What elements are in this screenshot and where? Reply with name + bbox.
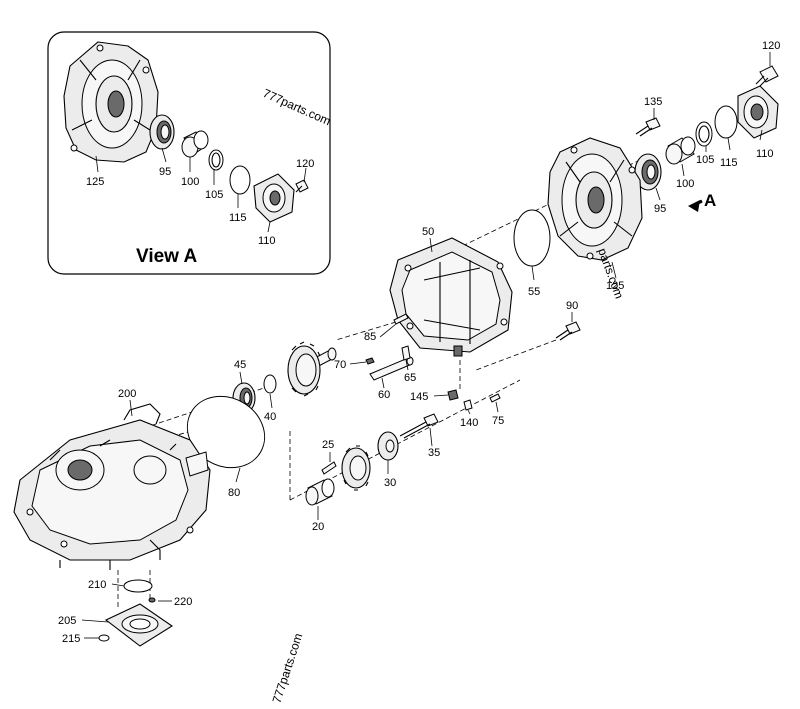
inset-sleeve-100 bbox=[181, 130, 209, 158]
label-110: 110 bbox=[756, 148, 774, 160]
cover-125 bbox=[547, 137, 643, 261]
o-ring-210 bbox=[123, 579, 153, 593]
watermark-cover: parts.com bbox=[595, 246, 626, 300]
pin-85 bbox=[393, 313, 409, 325]
o-ring-115 bbox=[714, 105, 738, 139]
label-205: 205 bbox=[58, 615, 76, 627]
pin-75 bbox=[489, 393, 501, 403]
inset-label-105: 105 bbox=[205, 189, 223, 201]
pin-65 bbox=[401, 345, 411, 361]
sleeve-100 bbox=[665, 136, 696, 165]
label-125: 125 bbox=[606, 280, 624, 292]
inset-o-ring-115 bbox=[229, 165, 251, 195]
inset-cover-125 bbox=[63, 41, 159, 163]
bushing-20 bbox=[305, 478, 335, 506]
label-35: 35 bbox=[428, 447, 440, 459]
label-200: 200 bbox=[118, 388, 136, 400]
bolt-90 bbox=[555, 321, 581, 341]
label-55: 55 bbox=[528, 286, 540, 298]
label-90: 90 bbox=[566, 300, 578, 312]
compressor-block-200 bbox=[13, 403, 211, 570]
label-220: 220 bbox=[174, 596, 192, 608]
label-45: 45 bbox=[234, 359, 246, 371]
key-25 bbox=[321, 461, 337, 475]
o-ring-55 bbox=[513, 209, 551, 267]
bolt-120 bbox=[755, 65, 779, 87]
inset-label-115: 115 bbox=[229, 212, 247, 224]
plug-145 bbox=[447, 389, 459, 401]
bearing-95 bbox=[634, 153, 662, 191]
housing-50 bbox=[389, 237, 513, 357]
inset-label-120: 120 bbox=[296, 158, 314, 170]
label-75: 75 bbox=[492, 415, 504, 427]
inset-flange-110 bbox=[253, 173, 295, 223]
label-60: 60 bbox=[378, 389, 390, 401]
inset-bolt-120 bbox=[295, 179, 309, 193]
flange-110 bbox=[737, 85, 779, 139]
label-30: 30 bbox=[384, 477, 396, 489]
plug-220 bbox=[148, 597, 156, 603]
o-ring-80 bbox=[186, 395, 266, 469]
label-115: 115 bbox=[720, 157, 738, 169]
view-a-direction-letter: A bbox=[704, 191, 716, 210]
screw-70 bbox=[365, 357, 375, 365]
label-100: 100 bbox=[676, 178, 694, 190]
cover-plate-205 bbox=[104, 603, 174, 647]
snap-ring-105 bbox=[695, 121, 713, 147]
snap-ring-40 bbox=[263, 374, 277, 394]
inset-label-110: 110 bbox=[258, 235, 276, 247]
watermark-bottom: 777parts.com bbox=[270, 631, 306, 704]
label-40: 40 bbox=[264, 411, 276, 423]
label-70: 70 bbox=[334, 359, 346, 371]
view-a-direction-arrow bbox=[688, 199, 703, 212]
inset-label-100: 100 bbox=[181, 176, 199, 188]
inset-label-125: 125 bbox=[86, 176, 104, 188]
bolt-35 bbox=[399, 413, 439, 439]
label-20: 20 bbox=[312, 521, 324, 533]
label-215: 215 bbox=[62, 633, 80, 645]
label-135: 135 bbox=[644, 96, 662, 108]
label-140: 140 bbox=[460, 417, 478, 429]
inset-snap-ring-105 bbox=[208, 149, 224, 171]
label-105: 105 bbox=[696, 154, 714, 166]
label-210: 210 bbox=[88, 579, 106, 591]
washer-215 bbox=[98, 634, 110, 642]
label-95: 95 bbox=[654, 203, 666, 215]
pin-140 bbox=[463, 399, 473, 411]
label-120: 120 bbox=[762, 40, 780, 52]
view-a-title: View A bbox=[136, 246, 198, 267]
inset-bearing-95 bbox=[149, 114, 175, 150]
label-65: 65 bbox=[404, 372, 416, 384]
bolt-135 bbox=[635, 117, 661, 137]
gear-25 bbox=[341, 445, 371, 491]
washer-30 bbox=[377, 431, 399, 461]
inset-label-95: 95 bbox=[159, 166, 171, 178]
label-25: 25 bbox=[322, 439, 334, 451]
view-a-inset: 125 95 100 105 115 120 110 View A 777par… bbox=[47, 31, 333, 275]
label-80: 80 bbox=[228, 487, 240, 499]
label-50: 50 bbox=[422, 226, 434, 238]
label-85: 85 bbox=[364, 331, 376, 343]
label-145: 145 bbox=[410, 391, 428, 403]
input-gear-shaft bbox=[287, 341, 337, 397]
